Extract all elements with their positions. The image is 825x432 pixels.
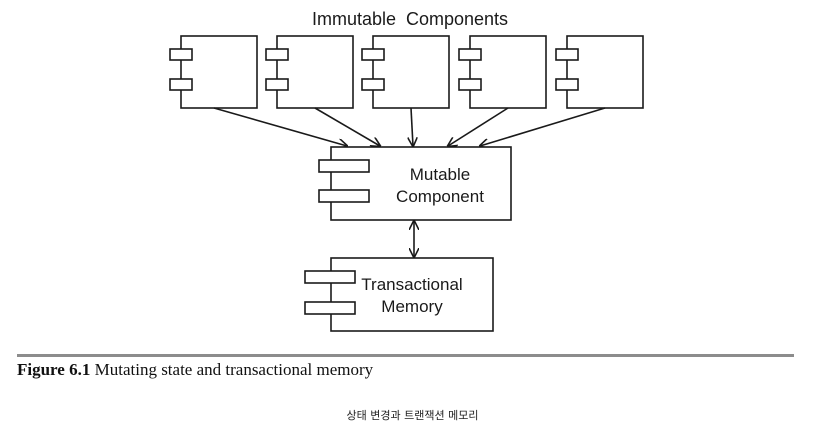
caption-divider bbox=[17, 354, 794, 357]
immutable-component-1 bbox=[169, 35, 258, 109]
immutable-component-2 bbox=[265, 35, 354, 109]
immutable-component-3 bbox=[361, 35, 450, 109]
arrow-immutable-3-to-mutable bbox=[411, 107, 413, 146]
immutable-component-4 bbox=[458, 35, 547, 109]
figure-caption-text: Mutating state and transactional memory bbox=[90, 360, 374, 379]
arrow-immutable-1-to-mutable bbox=[213, 107, 347, 146]
mutable-component-label-line1: Mutable bbox=[410, 165, 470, 184]
transactional-memory-component: Transactional Memory bbox=[304, 257, 494, 332]
arrow-immutable-4-to-mutable bbox=[448, 107, 509, 146]
mutable-component-label-line2: Component bbox=[396, 187, 484, 206]
immutable-components-title: Immutable Components bbox=[312, 9, 508, 29]
transactional-memory-label-line1: Transactional bbox=[361, 275, 462, 294]
immutable-component-5 bbox=[555, 35, 644, 109]
transactional-memory-label-line2: Memory bbox=[381, 297, 443, 316]
arrow-immutable-5-to-mutable bbox=[480, 107, 606, 146]
figure-caption: Figure 6.1 Mutating state and transactio… bbox=[17, 360, 373, 380]
korean-subtitle: 상태 변경과 트랜잭션 메모리 bbox=[346, 409, 479, 422]
architecture-diagram: Immutable Components Mutable bbox=[169, 9, 644, 332]
figure-label: Figure 6.1 bbox=[17, 360, 91, 379]
mutable-component: Mutable Component bbox=[318, 146, 512, 221]
arrow-immutable-2-to-mutable bbox=[314, 107, 380, 146]
